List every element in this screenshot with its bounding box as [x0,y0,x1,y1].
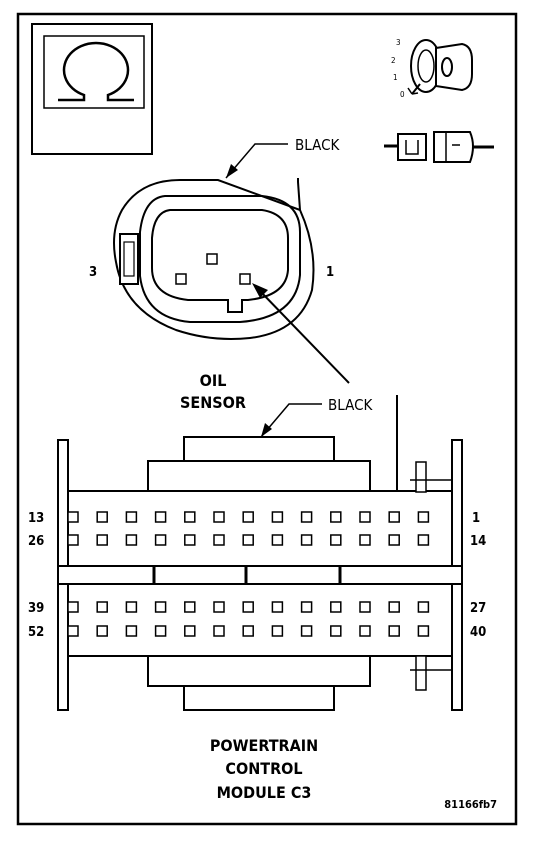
pcm-connector: 13 1 26 14 39 27 52 40 [28,436,486,711]
pcm-pin-13-label: 13 [28,511,44,526]
pcm-pin-cavity [300,511,313,523]
pcm-pin-26-label: 26 [28,534,44,549]
oil-pin-arrow [252,283,350,384]
pcm-wire-label: BLACK [328,396,374,414]
pcm-pin-cavity [242,601,254,613]
pcm-pin-cavity [213,625,225,637]
oil-sensor-title-2: SENSOR [180,393,246,412]
pcm-pin-cavity [184,625,196,637]
pcm-pin-cavity [125,601,138,613]
pcm-title-1: POWERTRAIN [210,736,318,755]
pcm-pin-cavity [96,625,108,637]
pcm-pin-cavity [96,511,108,523]
pcm-pin-cavity [154,601,167,613]
pcm-pin-cavity [154,511,167,523]
pcm-pin-cavity [330,625,342,637]
pcm-pin-cavity [300,625,313,637]
key-scale-3: 3 [396,38,401,47]
ignition-key-icon: 3 2 1 0 [391,38,473,99]
pcm-pin-cavity [154,534,167,546]
pcm-pin-cavity [242,511,254,523]
pcm-pin-52-label: 52 [28,625,44,640]
pcm-pin-cavity [388,625,400,637]
pcm-pin-cavity [388,511,400,523]
connector-icon [384,131,494,163]
pcm-pin-cavity [359,625,371,637]
pcm-pin-1-label: 1 [472,511,480,526]
figure-id: 81166fb7 [444,798,497,811]
pcm-pin-cavity [271,511,284,523]
key-scale-2: 2 [391,56,396,65]
oil-sensor-title-1: OIL [200,371,227,390]
pcm-pin-cavity [125,625,138,637]
pcm-pin-cavity [417,625,430,637]
key-scale-1: 1 [393,73,398,82]
oil-wire-callout: BLACK [225,136,341,179]
pcm-pin-cavity [67,511,79,523]
pcm-wire-callout: BLACK [260,396,374,438]
pcm-pin-cavity [184,511,196,523]
pcm-pin-cavity [388,534,400,546]
pcm-title-2: CONTROL [225,759,302,778]
pcm-pin-cavity [67,601,79,613]
oil-pin-1-label: 1 [326,265,334,280]
oil-pin-3-label: 3 [89,265,97,280]
pcm-pin-cavity [242,534,254,546]
key-scale-0: 0 [400,90,405,99]
outer-frame [16,12,518,826]
pcm-pin-cavity [300,601,313,613]
pcm-pin-cavity [417,511,430,523]
pcm-pin-cavity [154,625,167,637]
pcm-pin-cavity [359,601,371,613]
pcm-pin-cavity [359,511,371,523]
pcm-title-3: MODULE C3 [217,783,312,802]
pcm-pin-cavity [125,511,138,523]
oil-wire-label: BLACK [295,136,341,154]
pcm-pin-grid [67,511,430,637]
pcm-pin-cavity [271,534,284,546]
pcm-pin-cavity [271,601,284,613]
pcm-pin-cavity [330,601,342,613]
pcm-pin-cavity [184,601,196,613]
pcm-pin-cavity [184,534,196,546]
pcm-pin-cavity [67,534,79,546]
pcm-pin-40-label: 40 [470,625,486,640]
pcm-pin-cavity [388,601,400,613]
pcm-pin-cavity [213,601,225,613]
ohm-icon [31,23,153,155]
pcm-pin-cavity [300,534,313,546]
pcm-pin-cavity [242,625,254,637]
pcm-pin-cavity [359,534,371,546]
pcm-pin-cavity [125,534,138,546]
pcm-pin-cavity [67,625,79,637]
pcm-pin-cavity [417,534,430,546]
pcm-pin-14-label: 14 [470,534,486,549]
oil-sensor-connector: 3 1 [89,178,334,340]
pcm-pin-cavity [213,511,225,523]
pcm-pin-cavity [330,534,342,546]
pcm-pin-27-label: 27 [470,601,486,616]
pcm-pin-cavity [330,511,342,523]
pcm-pin-cavity [96,601,108,613]
pcm-pin-cavity [417,601,430,613]
pcm-pin-cavity [271,625,284,637]
pcm-pin-cavity [96,534,108,546]
pcm-pin-cavity [213,534,225,546]
pcm-pin-39-label: 39 [28,601,44,616]
